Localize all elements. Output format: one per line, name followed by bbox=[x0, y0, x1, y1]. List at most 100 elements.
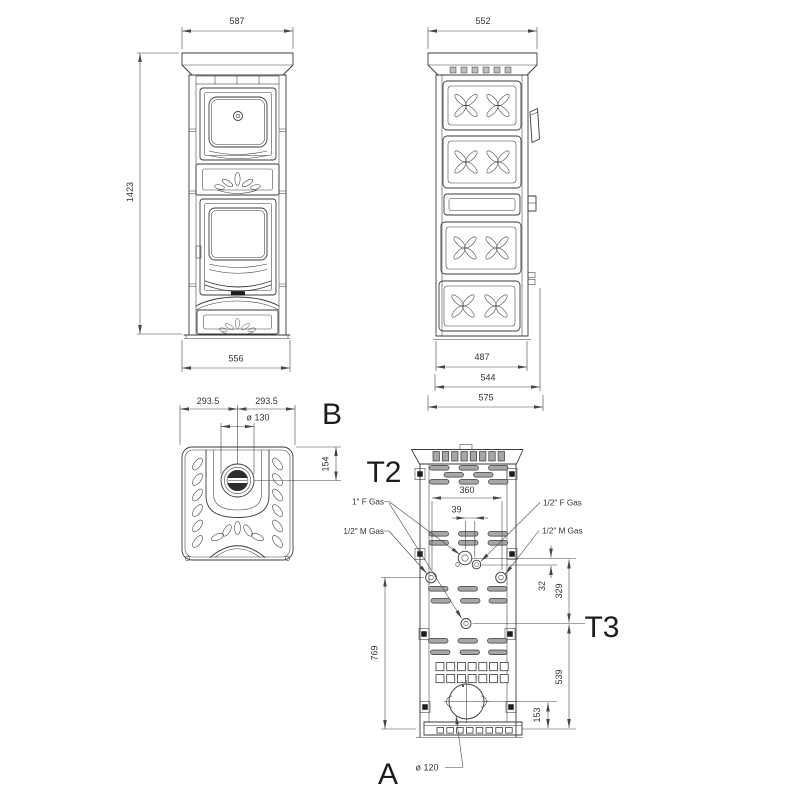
dim-back-gas-span: 360 bbox=[459, 485, 474, 495]
dim-top-half-left: 293.5 bbox=[197, 396, 220, 406]
top-dim-half-widths: 293.5 293.5 bbox=[179, 396, 296, 464]
back-dim-flue-diameter: ø 120 bbox=[415, 715, 464, 773]
side-dim-width-outer: 575 bbox=[427, 393, 544, 411]
front-dim-width-bottom: 556 bbox=[181, 340, 291, 372]
back-dim-153: 153 bbox=[532, 702, 550, 728]
top-flue-collar bbox=[220, 463, 255, 498]
dim-front-width-bottom: 556 bbox=[228, 354, 243, 364]
back-dim-329: 329 bbox=[554, 559, 571, 623]
top-foot-right bbox=[285, 556, 290, 561]
side-door-handle bbox=[529, 108, 540, 143]
back-view-drawing bbox=[411, 444, 524, 738]
side-panel-plain bbox=[443, 193, 521, 216]
dim-back-153: 153 bbox=[532, 707, 542, 722]
dim-top-flue-diameter: ø 130 bbox=[246, 413, 269, 423]
view-label-t2: T2 bbox=[366, 456, 401, 489]
label-gas-1-f: 1" F Gas bbox=[352, 498, 384, 507]
side-hinge-lower bbox=[527, 279, 536, 285]
gas-connector-pilot bbox=[455, 562, 460, 567]
side-panel-4 bbox=[438, 280, 521, 332]
side-dim-width-mid: 544 bbox=[434, 288, 541, 391]
gas-connector-half-f bbox=[471, 559, 482, 570]
label-gas-half-f: 1/2" F Gas bbox=[543, 499, 582, 508]
front-dim-width-top: 587 bbox=[181, 16, 294, 49]
dim-front-width-top: 587 bbox=[229, 16, 244, 26]
back-dim-gas-span: 360 bbox=[431, 485, 503, 570]
back-vent-group-1 bbox=[429, 465, 509, 485]
back-vent-group-4 bbox=[428, 638, 508, 655]
front-crown bbox=[181, 52, 294, 76]
front-view-drawing bbox=[181, 52, 294, 339]
back-dim-gas-pair-offset: 39 bbox=[451, 505, 488, 558]
dim-top-half-right: 293.5 bbox=[255, 396, 278, 406]
label-gas-half-m-right: 1/2" M Gas bbox=[542, 527, 583, 536]
back-vent-group-2 bbox=[428, 531, 508, 546]
side-panel-2 bbox=[442, 135, 522, 189]
top-view: 293.5 293.5 ø 130 154 B bbox=[179, 396, 342, 561]
back-vent-group-3 bbox=[428, 586, 508, 604]
dim-back-539: 539 bbox=[554, 669, 564, 684]
side-hinge-upper bbox=[527, 272, 536, 278]
front-main-door bbox=[195, 198, 277, 296]
dim-back-329: 329 bbox=[554, 583, 564, 598]
dim-side-width-top: 552 bbox=[475, 16, 490, 26]
dim-side-width-mid: 544 bbox=[480, 373, 495, 383]
side-panel-1 bbox=[442, 80, 522, 131]
dim-back-32: 32 bbox=[537, 581, 547, 591]
side-body bbox=[435, 74, 529, 337]
side-view-drawing bbox=[427, 52, 540, 340]
front-top-band bbox=[195, 75, 280, 85]
top-front-arc bbox=[209, 545, 266, 558]
view-label-a: A bbox=[378, 758, 398, 791]
side-dim-width-inner: 487 bbox=[435, 341, 528, 371]
back-dim-height-769: 769 bbox=[370, 577, 424, 730]
top-right-vent-slots bbox=[272, 457, 283, 548]
top-dim-flue-diameter: ø 130 bbox=[220, 413, 270, 474]
gas-connector-half-m-left bbox=[425, 571, 437, 584]
gas-connector-t3 bbox=[460, 618, 472, 629]
back-side-columns bbox=[419, 463, 517, 738]
view-label-t3: T3 bbox=[584, 611, 619, 644]
back-right-extension-lines bbox=[472, 558, 585, 730]
front-door-latch bbox=[195, 245, 202, 259]
side-ash-handle bbox=[527, 195, 537, 212]
back-dim-32: 32 bbox=[537, 545, 553, 591]
back-crown-tab bbox=[459, 444, 473, 450]
side-view: 552 487 544 575 bbox=[427, 16, 544, 411]
dim-side-width-inner: 487 bbox=[474, 352, 489, 362]
back-dim-539: 539 bbox=[554, 624, 571, 728]
view-label-b: B bbox=[322, 398, 342, 431]
dim-back-height-769: 769 bbox=[370, 645, 380, 660]
side-panel-3 bbox=[440, 221, 522, 275]
front-middle-panel bbox=[195, 163, 280, 196]
back-leader-lines bbox=[384, 501, 541, 619]
back-crown bbox=[411, 449, 524, 465]
top-foot-left bbox=[185, 556, 190, 561]
back-square-vent-grid bbox=[435, 662, 509, 687]
front-upper-door-knob bbox=[233, 111, 243, 121]
dim-side-width-outer: 575 bbox=[478, 393, 493, 403]
top-view-drawing bbox=[181, 446, 294, 561]
side-crown-dentils bbox=[449, 66, 512, 74]
side-dim-width-top: 552 bbox=[427, 16, 538, 49]
dim-back-flue-diameter: ø 120 bbox=[415, 763, 438, 773]
back-crown-vents bbox=[432, 451, 505, 462]
dim-front-height: 1423 bbox=[125, 182, 135, 202]
top-fan-vent-slots bbox=[211, 521, 264, 542]
back-bottom-strip bbox=[416, 721, 523, 738]
top-dim-flue-offset: 154 bbox=[254, 446, 341, 481]
front-bottom-panel bbox=[195, 296, 280, 336]
gas-connector-half-m-right bbox=[495, 571, 507, 584]
dim-top-flue-offset: 154 bbox=[321, 456, 331, 471]
label-gas-half-m-left: 1/2" M Gas bbox=[343, 527, 384, 536]
gas-connector-1-f bbox=[457, 550, 473, 566]
front-view: 587 1423 556 bbox=[125, 16, 294, 372]
top-horseshoe-outer bbox=[205, 449, 270, 518]
top-left-vent-slots bbox=[192, 457, 203, 548]
back-flue-hole bbox=[444, 680, 489, 723]
dim-back-gas-pair-offset: 39 bbox=[451, 505, 461, 515]
front-upper-door bbox=[199, 87, 277, 161]
back-view: 1" F Gas 1/2" M Gas 1/2" F Gas 1/2" M Ga… bbox=[343, 444, 620, 791]
